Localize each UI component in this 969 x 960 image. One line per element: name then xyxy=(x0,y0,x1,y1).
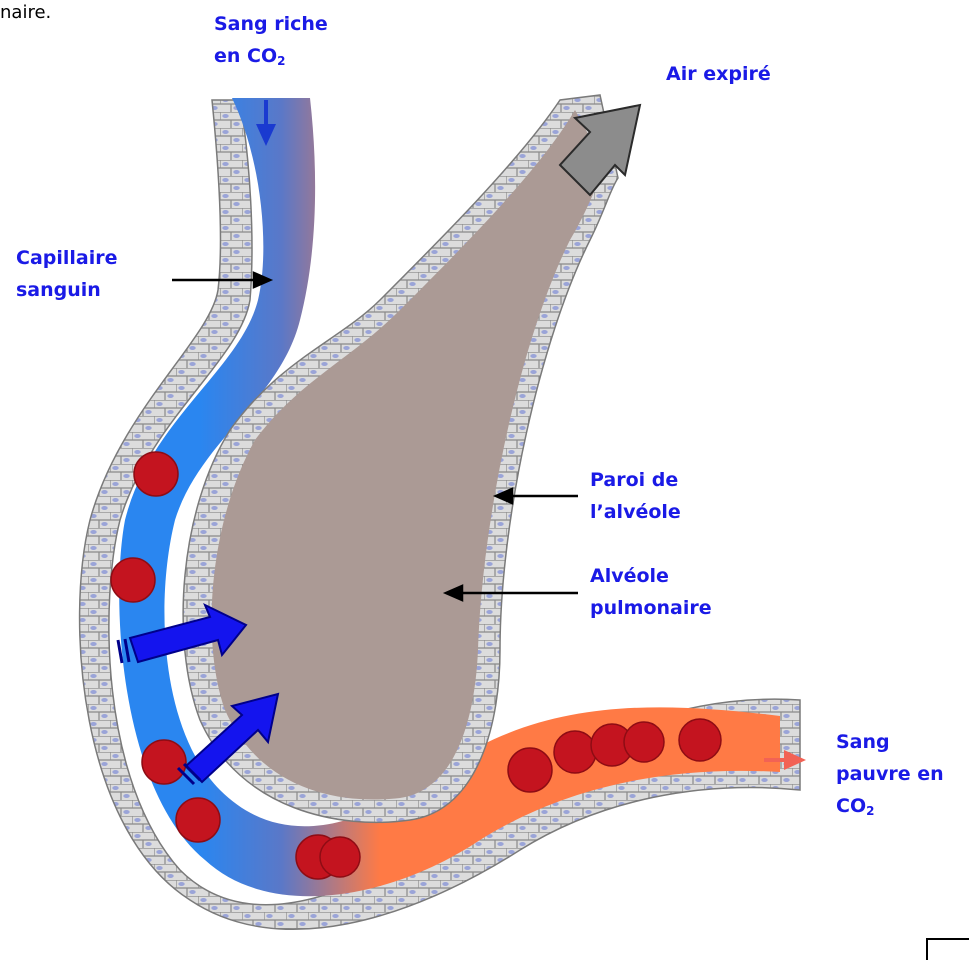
corner-frame xyxy=(926,938,969,960)
label-air-expire: Air expiré xyxy=(666,58,771,90)
label-capillaire: Capillaire sanguin xyxy=(16,242,118,306)
label-sang-riche: Sang riche en CO2 xyxy=(214,8,328,72)
label-paroi: Paroi de l’alvéole xyxy=(590,464,681,528)
text-fragment: naire. xyxy=(0,2,51,23)
label-alveole: Alvéole pulmonaire xyxy=(590,560,712,624)
label-sang-pauvre: Sang pauvre en CO2 xyxy=(836,726,944,822)
